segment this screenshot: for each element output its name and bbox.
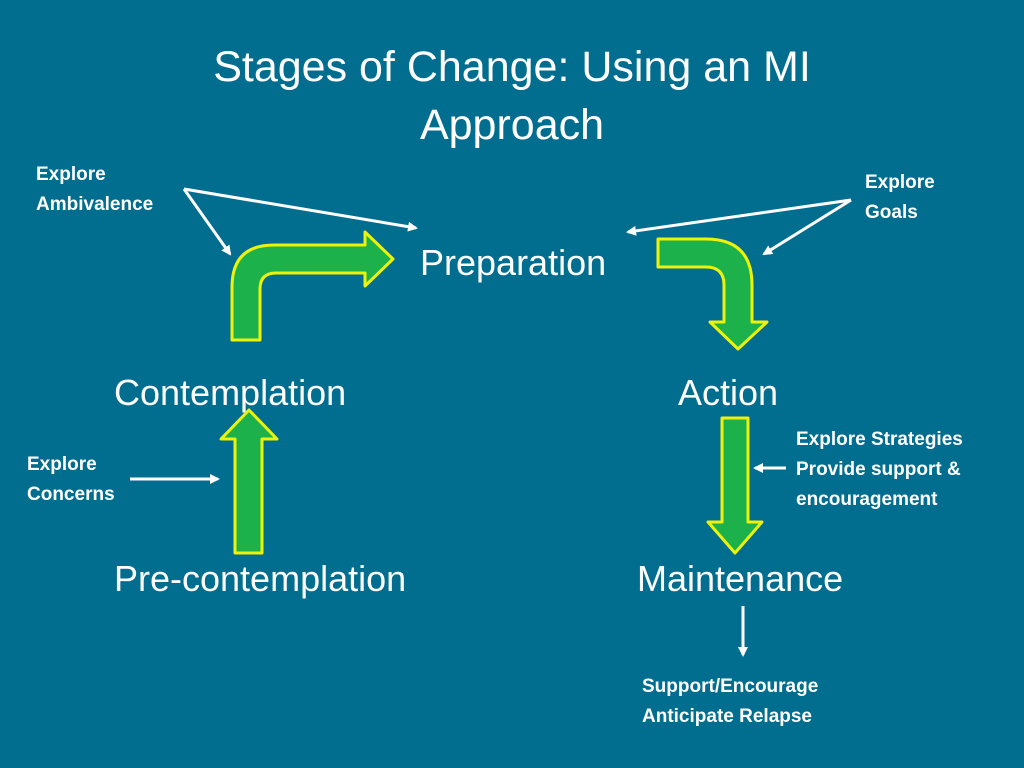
stage-pre-contemplation: Pre-contemplation <box>114 558 407 599</box>
slide-title-line-2: Approach <box>419 101 605 149</box>
note-line: Ambivalence <box>36 194 154 215</box>
note-explore-ambivalence: Explore Ambivalence <box>36 160 153 220</box>
note-line: Explore Strategies <box>796 429 963 450</box>
note-explore-goals: Explore Goals <box>865 168 935 228</box>
stage-preparation: Preparation <box>420 242 607 283</box>
down-arrow-action-to-maintenance <box>706 416 764 555</box>
curved-arrow-preparation-to-action <box>656 237 769 351</box>
note-explore-strategies: Explore Strategies Provide support & enc… <box>796 425 963 515</box>
slide-title: Stages of Change: Using an MI Approach <box>0 38 1024 154</box>
note-line: Support/Encourage <box>642 676 819 697</box>
note-line: Explore <box>36 164 106 185</box>
note-line: encouragement <box>796 489 938 510</box>
stage-action: Action <box>678 372 779 413</box>
note-line: Goals <box>865 202 918 223</box>
slide-title-line-1: Stages of Change: Using an MI <box>213 43 811 91</box>
curved-arrow-contemplation-to-preparation <box>230 230 395 342</box>
note-explore-concerns: Explore Concerns <box>27 450 115 510</box>
pointer-goals-to-preparation <box>626 198 852 236</box>
pointer-ambivalence-to-curved-arrow <box>182 188 232 256</box>
note-support-encourage: Support/Encourage Anticipate Relapse <box>642 672 818 732</box>
note-line: Explore <box>27 454 97 475</box>
stage-contemplation: Contemplation <box>114 372 347 413</box>
up-arrow-precontemplation-to-contemplation <box>219 408 279 555</box>
note-line: Anticipate Relapse <box>642 706 812 727</box>
note-line: Provide support & <box>796 459 961 480</box>
pointer-ambivalence-to-preparation <box>183 187 418 232</box>
note-line: Explore <box>865 172 935 193</box>
stage-maintenance: Maintenance <box>637 558 844 599</box>
pointer-goals-to-curved-arrow <box>762 198 852 256</box>
note-line: Concerns <box>27 484 115 505</box>
